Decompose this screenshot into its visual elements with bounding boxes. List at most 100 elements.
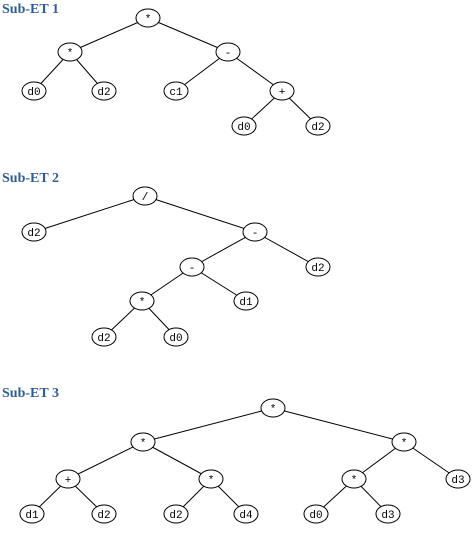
- tree-node: d0: [303, 504, 329, 524]
- tree-title: Sub-ET 3: [2, 386, 59, 401]
- node-label: d4: [239, 510, 253, 522]
- node-ellipse: [135, 8, 161, 28]
- node-ellipse: [305, 116, 331, 136]
- node-ellipse: [91, 327, 117, 347]
- tree-node: d2: [305, 116, 331, 136]
- node-ellipse: [445, 469, 471, 489]
- tree-node: -: [179, 257, 205, 277]
- node-ellipse: [375, 504, 401, 524]
- node-label: d3: [381, 510, 394, 522]
- expression-tree-1: Sub-ET 1 * * - d0 d2 c1 + d0 d2: [2, 2, 331, 136]
- tree-node: d2: [91, 504, 117, 524]
- node-ellipse: [341, 469, 367, 489]
- tree-edge: [144, 195, 256, 233]
- tree-node: /: [132, 186, 158, 206]
- tree-edge: [69, 17, 149, 53]
- tree-edge: [272, 407, 405, 443]
- tree-node: *: [130, 432, 156, 452]
- node-label: +: [65, 475, 72, 487]
- tree-node: d2: [21, 222, 47, 242]
- node-ellipse: [19, 504, 45, 524]
- tree-node: *: [391, 432, 417, 452]
- tree-title: Sub-ET 2: [2, 171, 59, 186]
- tree-node: d0: [163, 327, 189, 347]
- node-ellipse: [129, 291, 155, 311]
- node-ellipse: [130, 432, 156, 452]
- tree-edge: [147, 17, 229, 53]
- tree-node: d3: [445, 469, 471, 489]
- tree-node: d2: [305, 257, 331, 277]
- node-ellipse: [55, 469, 81, 489]
- node-label: d0: [237, 122, 250, 134]
- tree-edge: [142, 441, 212, 480]
- node-ellipse: [231, 116, 257, 136]
- tree-node: d2: [91, 81, 117, 101]
- node-label: -: [225, 48, 232, 60]
- tree-edge: [142, 407, 274, 443]
- node-label: *: [270, 404, 277, 416]
- node-ellipse: [215, 42, 241, 62]
- tree-node: -: [215, 42, 241, 62]
- node-ellipse: [303, 504, 329, 524]
- tree-node: *: [135, 8, 161, 28]
- node-label: d2: [27, 228, 40, 240]
- node-ellipse: [233, 504, 259, 524]
- tree-edge: [191, 231, 256, 268]
- tree-node: d0: [231, 116, 257, 136]
- tree-node: *: [198, 469, 224, 489]
- expression-tree-3: Sub-ET 3 * * * + * * d3 d1 d2 d2 d4 d0 d3: [2, 386, 471, 524]
- node-ellipse: [57, 42, 83, 62]
- node-ellipse: [132, 186, 158, 206]
- node-label: d2: [97, 510, 110, 522]
- tree-node: *: [129, 291, 155, 311]
- node-ellipse: [242, 222, 268, 242]
- node-ellipse: [260, 398, 286, 418]
- tree-title: Sub-ET 1: [2, 2, 59, 17]
- node-label: *: [208, 475, 215, 487]
- tree-node: +: [269, 81, 295, 101]
- expression-tree-2: Sub-ET 2 / d2 - - d2 * d1 d2 d0: [2, 171, 331, 347]
- node-ellipse: [163, 327, 189, 347]
- node-ellipse: [269, 81, 295, 101]
- node-ellipse: [179, 257, 205, 277]
- tree-node: *: [260, 398, 286, 418]
- node-label: d0: [169, 333, 182, 345]
- node-label: *: [140, 438, 147, 450]
- node-label: *: [67, 48, 74, 60]
- tree-node: d2: [91, 327, 117, 347]
- node-ellipse: [21, 81, 47, 101]
- node-label: -: [252, 228, 259, 240]
- node-label: d3: [451, 475, 464, 487]
- node-ellipse: [233, 291, 259, 311]
- node-ellipse: [391, 432, 417, 452]
- node-label: d2: [311, 263, 324, 275]
- node-ellipse: [21, 222, 47, 242]
- node-label: *: [139, 297, 146, 309]
- tree-edge: [67, 441, 144, 480]
- tree-node: *: [341, 469, 367, 489]
- node-label: *: [401, 438, 408, 450]
- node-label: c1: [169, 87, 183, 99]
- node-ellipse: [198, 469, 224, 489]
- node-label: +: [279, 87, 286, 99]
- node-label: *: [351, 475, 358, 487]
- node-label: d0: [27, 87, 40, 99]
- node-label: d0: [309, 510, 322, 522]
- tree-node: *: [57, 42, 83, 62]
- node-label: /: [142, 192, 149, 204]
- tree-node: +: [55, 469, 81, 489]
- node-label: d2: [169, 510, 182, 522]
- tree-node: d4: [233, 504, 259, 524]
- node-ellipse: [163, 81, 189, 101]
- node-label: d1: [239, 297, 253, 309]
- node-ellipse: [91, 504, 117, 524]
- tree-edge: [254, 231, 319, 268]
- tree-edge: [33, 195, 146, 233]
- node-label: d2: [311, 122, 324, 134]
- tree-node: -: [242, 222, 268, 242]
- node-label: d1: [25, 510, 39, 522]
- node-ellipse: [305, 257, 331, 277]
- node-ellipse: [91, 81, 117, 101]
- node-ellipse: [163, 504, 189, 524]
